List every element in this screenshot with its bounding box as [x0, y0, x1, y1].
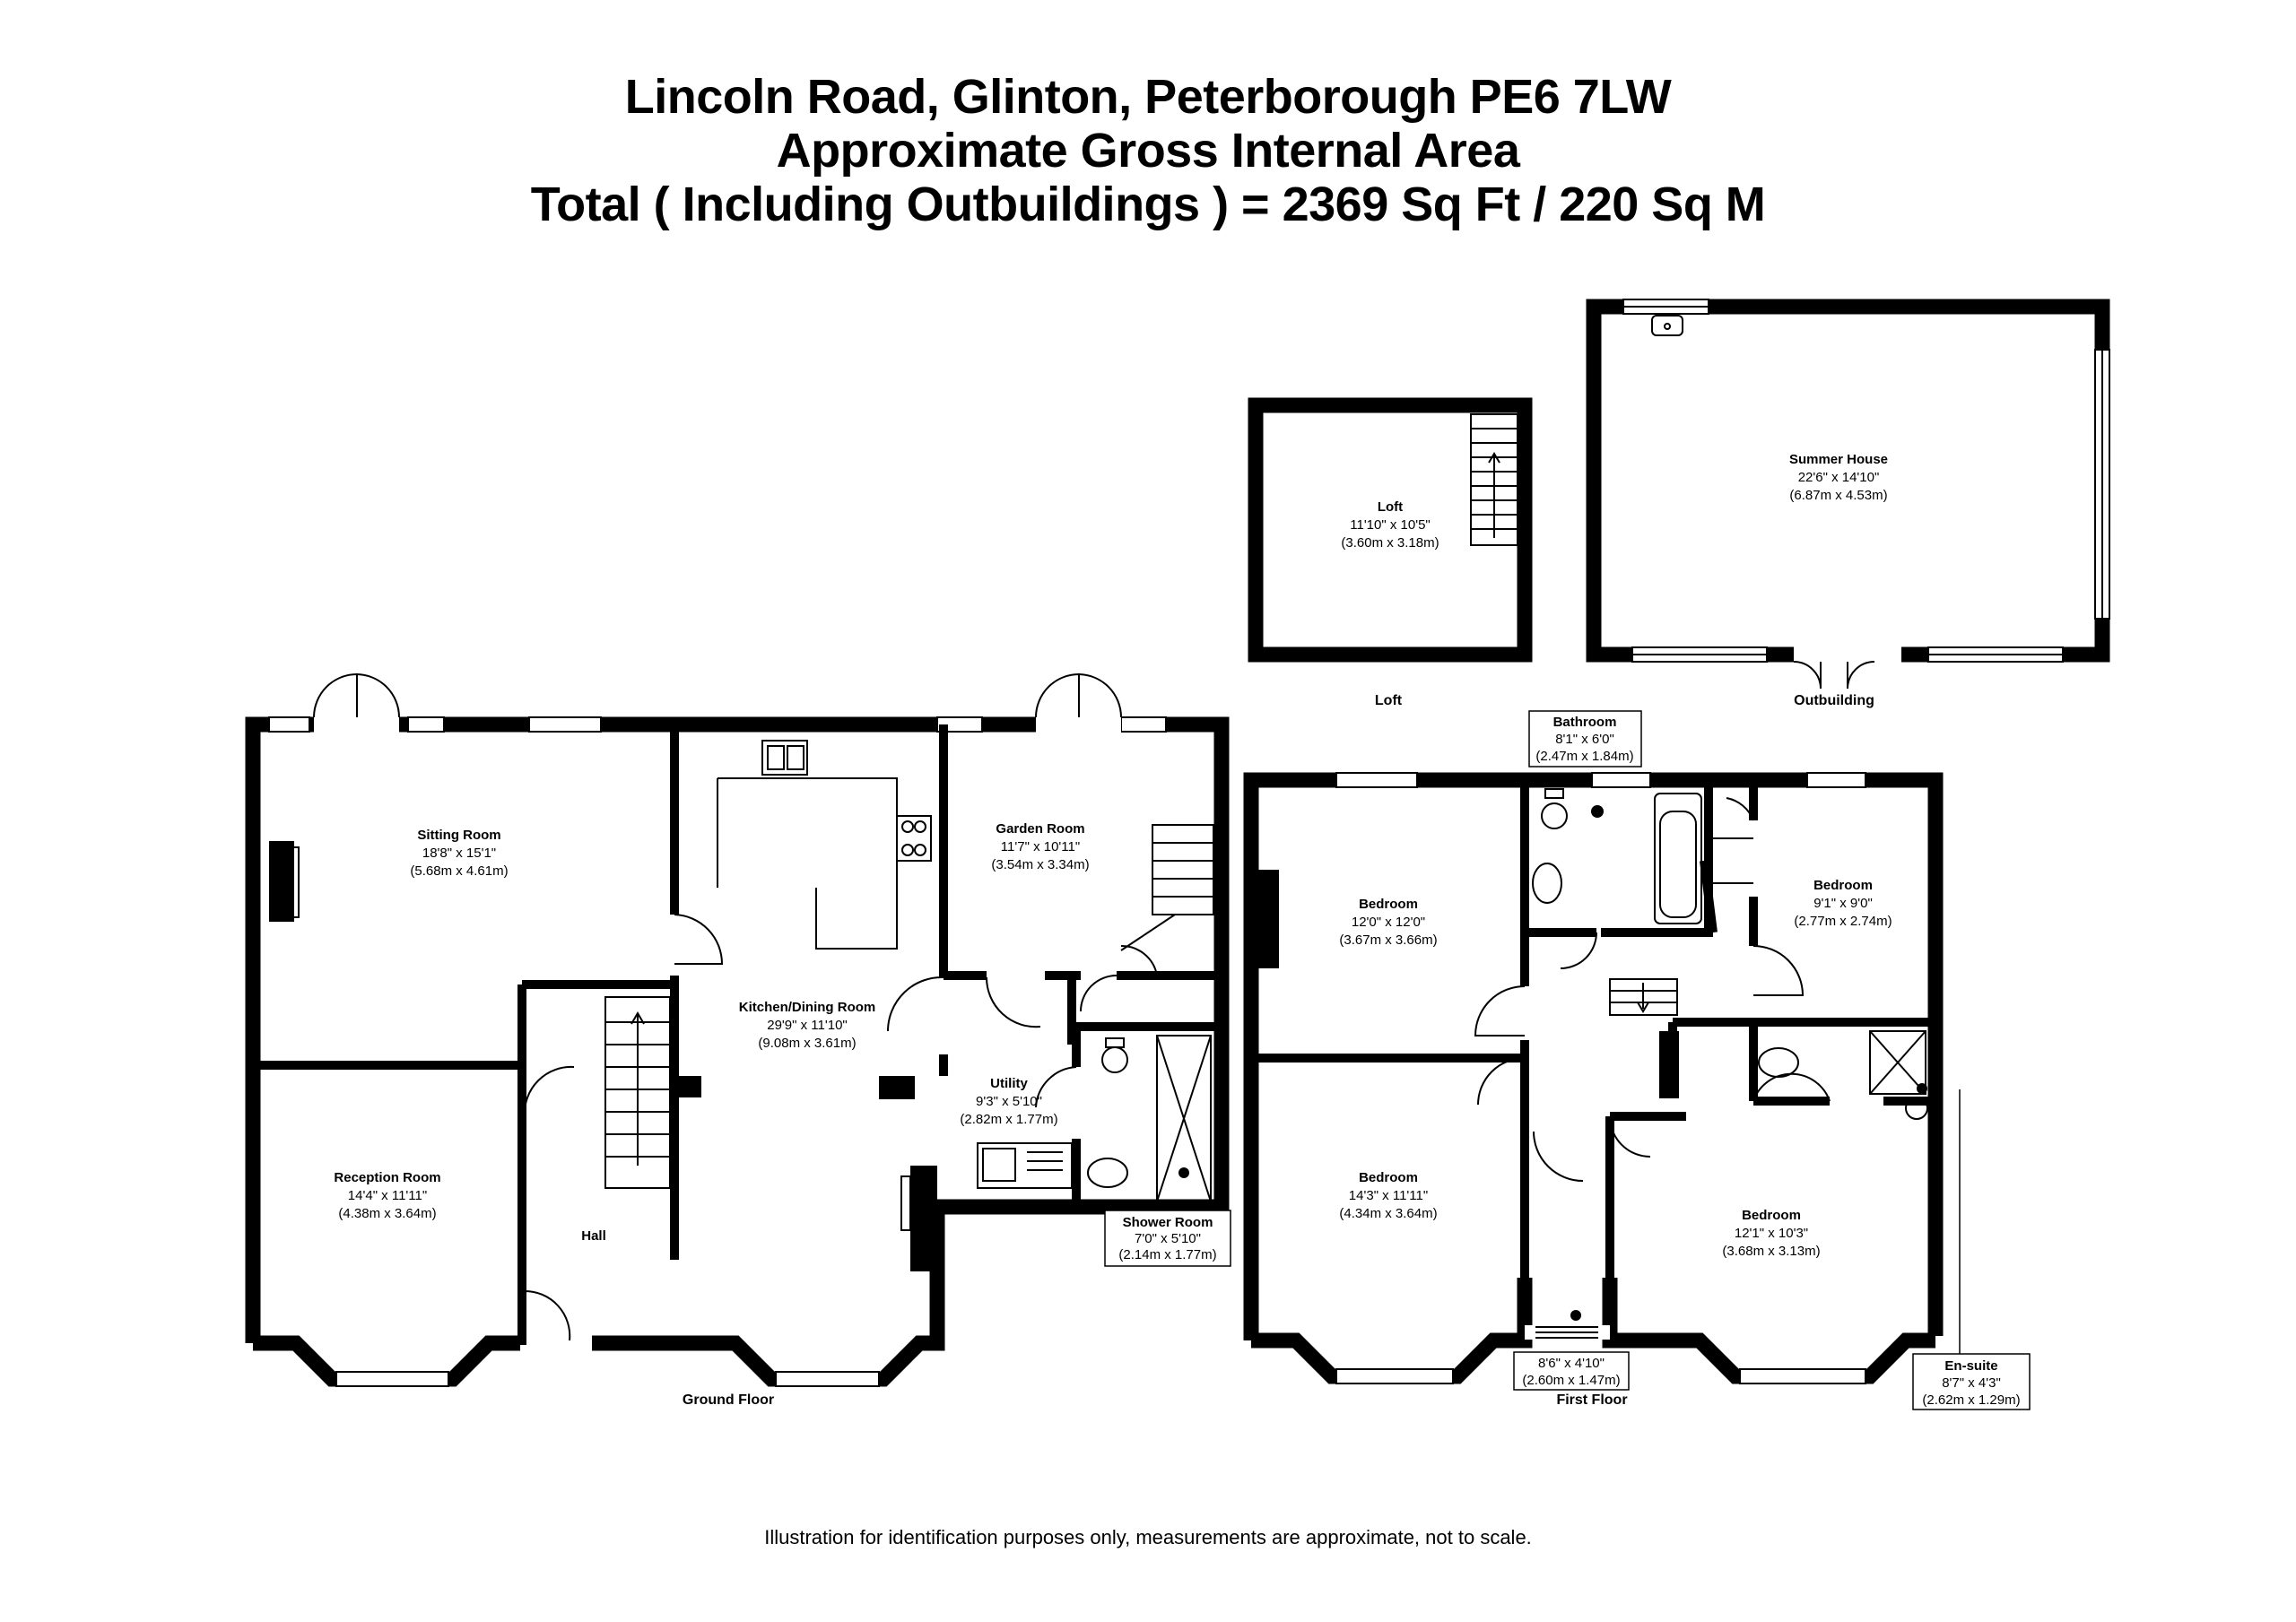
- summer-house-imperial: 22'6" x 14'10": [1798, 470, 1880, 485]
- header-area-label: Approximate Gross Internal Area: [776, 124, 1520, 178]
- loft-name: Loft: [1378, 499, 1403, 515]
- bedroom2-name: Bedroom: [1813, 878, 1873, 893]
- sitting-room-metric: (5.68m x 4.61m): [410, 863, 508, 879]
- summer-house-metric: (6.87m x 4.53m): [1789, 488, 1887, 503]
- bedroom4-imperial: 12'1" x 10'3": [1735, 1226, 1808, 1241]
- ground-floor-label: Ground Floor: [683, 1392, 774, 1408]
- garden-room-metric: (3.54m x 3.34m): [991, 857, 1089, 872]
- first-floor-staircase: [1609, 978, 1678, 1016]
- shower-room-name: Shower Room: [1123, 1215, 1213, 1230]
- landing-steps: [1535, 1326, 1598, 1339]
- first-floor-doors: [1474, 797, 1831, 1182]
- summer-house-basin: [1651, 315, 1683, 336]
- reception-room-imperial: 14'4" x 11'11": [348, 1188, 427, 1203]
- bedroom4-metric: (3.68m x 3.13m): [1722, 1244, 1820, 1259]
- first-floor-pillars: [1254, 870, 1679, 1098]
- bedroom1-metric: (3.67m x 3.66m): [1339, 932, 1437, 948]
- garden-room-imperial: 11'7" x 10'11": [1001, 839, 1080, 854]
- disclaimer-footer: Illustration for identification purposes…: [764, 1526, 1532, 1548]
- bedroom4-name: Bedroom: [1742, 1208, 1801, 1223]
- utility-metric: (2.82m x 1.77m): [960, 1112, 1057, 1127]
- bedroom3-name: Bedroom: [1359, 1170, 1418, 1185]
- sitting-room-name: Sitting Room: [417, 828, 500, 843]
- header-total-area: Total ( Including Outbuildings ) = 2369 …: [530, 178, 1766, 231]
- first-floor-windows: [1335, 772, 1866, 1384]
- summer-house-name: Summer House: [1789, 452, 1888, 467]
- ground-floor-french-doors: [313, 672, 1122, 733]
- ground-floor-windows: [268, 716, 1167, 1387]
- garden-room-staircase: [1120, 824, 1214, 951]
- ground-floor-internal-walls: [253, 724, 1222, 1345]
- reception-room-metric: (4.38m x 3.64m): [338, 1206, 436, 1221]
- ensuite-metric: (2.62m x 1.29m): [1922, 1392, 2020, 1408]
- kitchen-metric: (9.08m x 3.61m): [758, 1036, 856, 1051]
- hall-staircase: [604, 996, 671, 1189]
- first-floor-label: First Floor: [1556, 1392, 1627, 1408]
- shower-room-imperial: 7'0" x 5'10": [1135, 1231, 1201, 1246]
- bathroom-fittings: [1532, 788, 1753, 924]
- shower-room-fittings: [1087, 1035, 1212, 1202]
- ground-floor-plan: [245, 672, 1230, 1387]
- kitchen-imperial: 29'9" x 11'10": [767, 1018, 848, 1033]
- utility-imperial: 9'3" x 5'10": [976, 1094, 1042, 1109]
- landing-metric: (2.60m x 1.47m): [1522, 1373, 1620, 1388]
- bedroom3-metric: (4.34m x 3.64m): [1339, 1206, 1437, 1221]
- outbuilding-label: Outbuilding: [1794, 693, 1874, 708]
- label-boxes: [1104, 710, 2031, 1410]
- first-floor-internal-walls: [1251, 780, 1935, 1282]
- first-floor-plan: [1243, 772, 1944, 1384]
- garden-room-name: Garden Room: [996, 821, 1084, 837]
- utility-name: Utility: [990, 1076, 1028, 1091]
- ensuite-imperial: 8'7" x 4'3": [1942, 1375, 2001, 1391]
- bedroom1-name: Bedroom: [1359, 897, 1418, 912]
- sitting-room-imperial: 18'8" x 15'1": [422, 846, 496, 861]
- label-leader-lines: [1176, 1089, 1961, 1354]
- loft-outbuilding: [1248, 397, 1533, 663]
- bathroom-imperial: 8'1" x 6'0": [1555, 732, 1614, 747]
- loft-imperial: 11'10" x 10'5": [1350, 517, 1431, 533]
- header-address: Lincoln Road, Glinton, Peterborough PE6 …: [624, 70, 1672, 124]
- ground-floor-doors: [523, 914, 1158, 1341]
- bathroom-name: Bathroom: [1553, 715, 1617, 730]
- bedroom1-imperial: 12'0" x 12'0": [1352, 915, 1425, 930]
- shower-room-metric: (2.14m x 1.77m): [1118, 1247, 1216, 1262]
- bathroom-metric: (2.47m x 1.84m): [1535, 749, 1633, 764]
- summer-house-outbuilding: [1586, 299, 2110, 690]
- first-floor-outer-walls: [1243, 772, 1944, 1384]
- utility-sink: [977, 1142, 1073, 1189]
- sitting-room-fireplace: [289, 846, 300, 918]
- ensuite-fittings: [1758, 1030, 1928, 1120]
- hall-name: Hall: [581, 1228, 606, 1244]
- bedroom2-imperial: 9'1" x 9'0": [1813, 896, 1873, 911]
- bedroom2-metric: (2.77m x 2.74m): [1794, 914, 1892, 929]
- loft-staircase: [1470, 413, 1518, 546]
- kitchen-units: [717, 740, 932, 950]
- loft-floor-label: Loft: [1375, 693, 1403, 708]
- ensuite-name: En-suite: [1944, 1358, 1997, 1374]
- bedroom3-imperial: 14'3" x 11'11": [1349, 1188, 1428, 1203]
- shower-drain: [1178, 1167, 1189, 1178]
- reception-room-name: Reception Room: [334, 1170, 440, 1185]
- loft-metric: (3.60m x 3.18m): [1341, 535, 1439, 551]
- landing-imperial: 8'6" x 4'10": [1538, 1356, 1605, 1371]
- kitchen-fireplace: [900, 1175, 911, 1231]
- kitchen-name: Kitchen/Dining Room: [739, 1000, 876, 1015]
